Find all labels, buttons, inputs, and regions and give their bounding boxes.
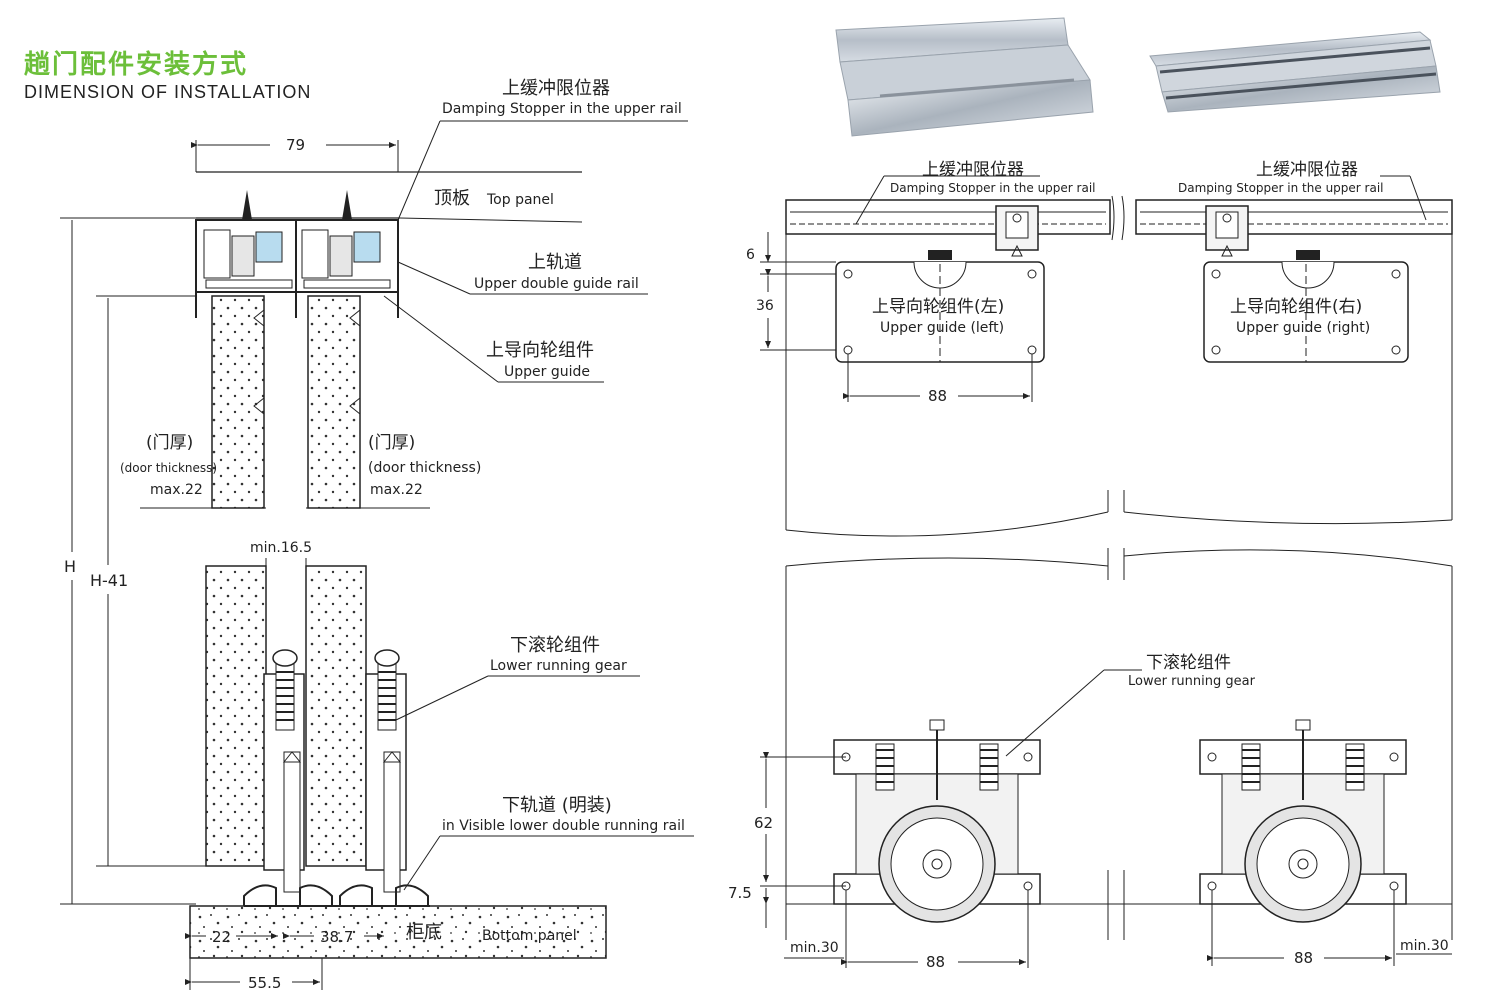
svg-text:上导向轮组件: 上导向轮组件 (486, 340, 594, 361)
callout-lower-rail: 下轨道 (明装) in Visible lower double running… (403, 795, 694, 891)
dim-79: 79 (191, 136, 399, 172)
door-left-upper (211, 295, 265, 509)
door-elevation-upper (785, 200, 1453, 537)
page-title-en: DIMENSION OF INSTALLATION (24, 82, 312, 102)
upper-guide-right: 上导向轮组件(右) Upper guide (right) (1203, 250, 1409, 363)
dim-H-41: H-41 (90, 295, 260, 867)
svg-text:62: 62 (754, 814, 773, 832)
dim-6: 6 (746, 232, 836, 275)
lower-rail-photo (1149, 31, 1441, 113)
dim-38.7: 38.7 (283, 928, 384, 946)
damping-stopper-left (995, 205, 1039, 257)
svg-text:(门厚): (门厚) (368, 433, 415, 453)
svg-text:Damping Stopper in the upper r: Damping Stopper in the upper rail (890, 181, 1096, 195)
dim-min30-left: min.30 (784, 890, 847, 968)
svg-text:max.22: max.22 (150, 482, 203, 498)
svg-text:上轨道: 上轨道 (528, 252, 582, 273)
svg-text:(door thickness): (door thickness) (120, 461, 217, 475)
page-title-cn: 趟门配件安装方式 (24, 50, 249, 80)
svg-text:6: 6 (746, 247, 755, 263)
callout-damping-left: 上缓冲限位器 Damping Stopper in the upper rail (397, 78, 688, 221)
svg-text:in Visible lower double runnin: in Visible lower double running rail (442, 818, 685, 834)
dim-36: 36 (756, 269, 836, 351)
svg-text:55.5: 55.5 (248, 974, 281, 992)
svg-text:7.5: 7.5 (728, 884, 752, 902)
door-right-lower (305, 565, 367, 867)
callout-upper-guide: 上导向轮组件 Upper guide (383, 295, 604, 383)
upper-guide-rail (195, 190, 399, 318)
svg-text:上导向轮组件(右): 上导向轮组件(右) (1230, 297, 1362, 317)
svg-text:79: 79 (286, 136, 305, 154)
svg-text:Lower running gear: Lower running gear (1128, 674, 1256, 689)
lower-gear-right (365, 649, 407, 893)
callout-lower-gear-left: 下滚轮组件 Lower running gear (395, 635, 640, 721)
svg-text:38.7: 38.7 (320, 928, 353, 946)
dim-88-bottom-left: 88 (841, 890, 1029, 971)
lower-gear-elevation-right (1199, 719, 1407, 923)
lower-gear-elevation-left (833, 719, 1041, 923)
svg-text:min.30: min.30 (1400, 938, 1449, 954)
bottom-panel-label-cn: 柜底 (406, 922, 442, 943)
door-thickness-right: (门厚) (door thickness) max.22 (306, 433, 481, 509)
dim-22: 22 (185, 928, 278, 946)
svg-text:Lower running gear: Lower running gear (490, 658, 627, 674)
bottom-panel-label-en: Bottom panel (482, 928, 577, 944)
svg-text:Upper guide: Upper guide (504, 364, 590, 380)
top-panel-label-cn: 顶板 (434, 188, 470, 209)
svg-text:上缓冲限位器: 上缓冲限位器 (922, 160, 1024, 180)
svg-text:上缓冲限位器: 上缓冲限位器 (1256, 160, 1358, 180)
dim-62: 62 (754, 752, 846, 882)
svg-text:36: 36 (756, 298, 774, 314)
svg-text:(door thickness): (door thickness) (368, 460, 481, 476)
door-thickness-left: (门厚) (door thickness) max.22 (120, 433, 266, 509)
dim-88-top: 88 (843, 354, 1033, 405)
door-left-lower (205, 565, 267, 867)
dim-7.5: 7.5 (728, 884, 846, 928)
callout-damping-right-r: 上缓冲限位器 Damping Stopper in the upper rail (1178, 160, 1427, 221)
svg-text:min.16.5: min.16.5 (250, 540, 312, 556)
dim-H: H (60, 217, 196, 905)
callout-lower-gear-right: 下滚轮组件 Lower running gear (1005, 653, 1256, 757)
dim-min30-right: min.30 (1396, 938, 1452, 955)
svg-text:88: 88 (928, 387, 947, 405)
upper-guide-left: 上导向轮组件(左) Upper guide (left) (835, 250, 1045, 363)
lower-gear-left (263, 649, 305, 893)
top-panel-label-en: Top panel (486, 192, 554, 208)
dim-55.5: 55.5 (185, 958, 323, 992)
lower-rail-profile (243, 884, 430, 907)
svg-text:H: H (64, 557, 76, 576)
svg-text:Damping Stopper in the upper r: Damping Stopper in the upper rail (442, 101, 682, 117)
svg-text:下滚轮组件: 下滚轮组件 (510, 635, 600, 656)
top-panel: 顶板 Top panel (196, 171, 583, 223)
upper-rail-elevation (785, 195, 1453, 241)
svg-text:Upper guide (right): Upper guide (right) (1236, 320, 1370, 336)
damping-stopper-right (1205, 205, 1249, 257)
svg-text:下轨道 (明装): 下轨道 (明装) (502, 795, 612, 816)
svg-text:max.22: max.22 (370, 482, 423, 498)
svg-text:H-41: H-41 (90, 571, 128, 590)
door-right-upper (307, 295, 361, 509)
svg-text:88: 88 (1294, 949, 1313, 967)
dim-88-bottom-right: 88 (1207, 890, 1395, 967)
svg-text:88: 88 (926, 953, 945, 971)
svg-text:Upper guide (left): Upper guide (left) (880, 320, 1004, 336)
svg-text:(门厚): (门厚) (146, 433, 193, 453)
svg-text:Upper double guide rail: Upper double guide rail (474, 276, 639, 292)
callout-damping-right-l: 上缓冲限位器 Damping Stopper in the upper rail (855, 160, 1096, 225)
callout-upper-rail: 上轨道 Upper double guide rail (397, 252, 648, 295)
svg-text:Damping Stopper in the upper r: Damping Stopper in the upper rail (1178, 181, 1384, 195)
svg-text:min.30: min.30 (790, 940, 839, 956)
svg-text:下滚轮组件: 下滚轮组件 (1146, 653, 1231, 673)
bottom-panel: 柜底 Bottom panel (189, 905, 607, 959)
svg-text:上导向轮组件(左): 上导向轮组件(左) (872, 297, 1004, 317)
upper-rail-photo (835, 17, 1094, 137)
svg-text:上缓冲限位器: 上缓冲限位器 (502, 78, 610, 99)
svg-text:22: 22 (212, 928, 231, 946)
